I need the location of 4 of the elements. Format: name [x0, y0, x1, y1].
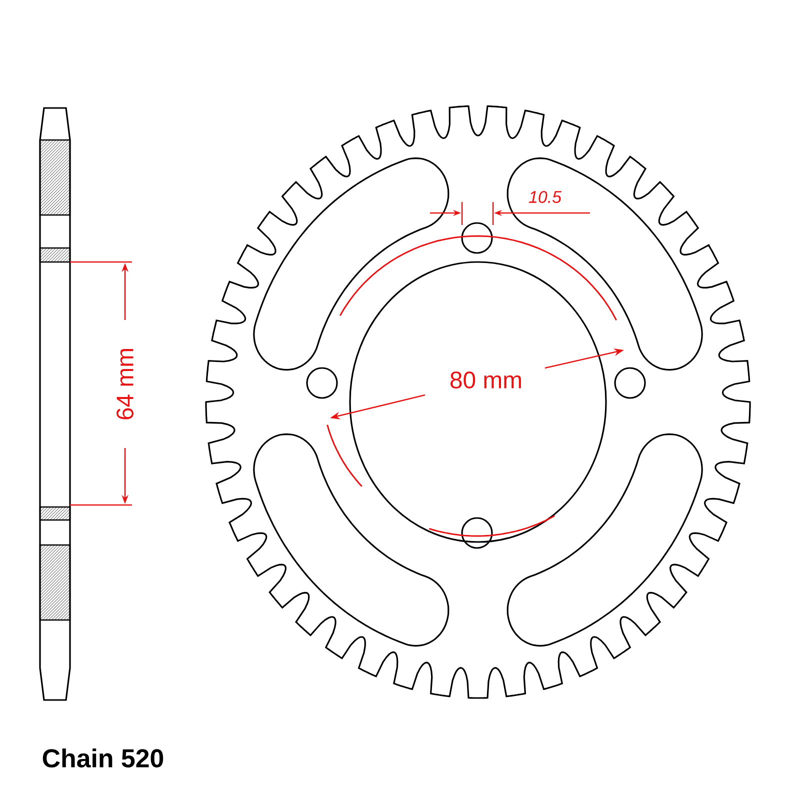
dimension-label: 10.5: [528, 191, 562, 203]
chain-label: Chain 520: [42, 748, 164, 768]
dimension-label: 80 mm: [450, 372, 521, 388]
dimension-label: 64 mm: [116, 349, 134, 420]
